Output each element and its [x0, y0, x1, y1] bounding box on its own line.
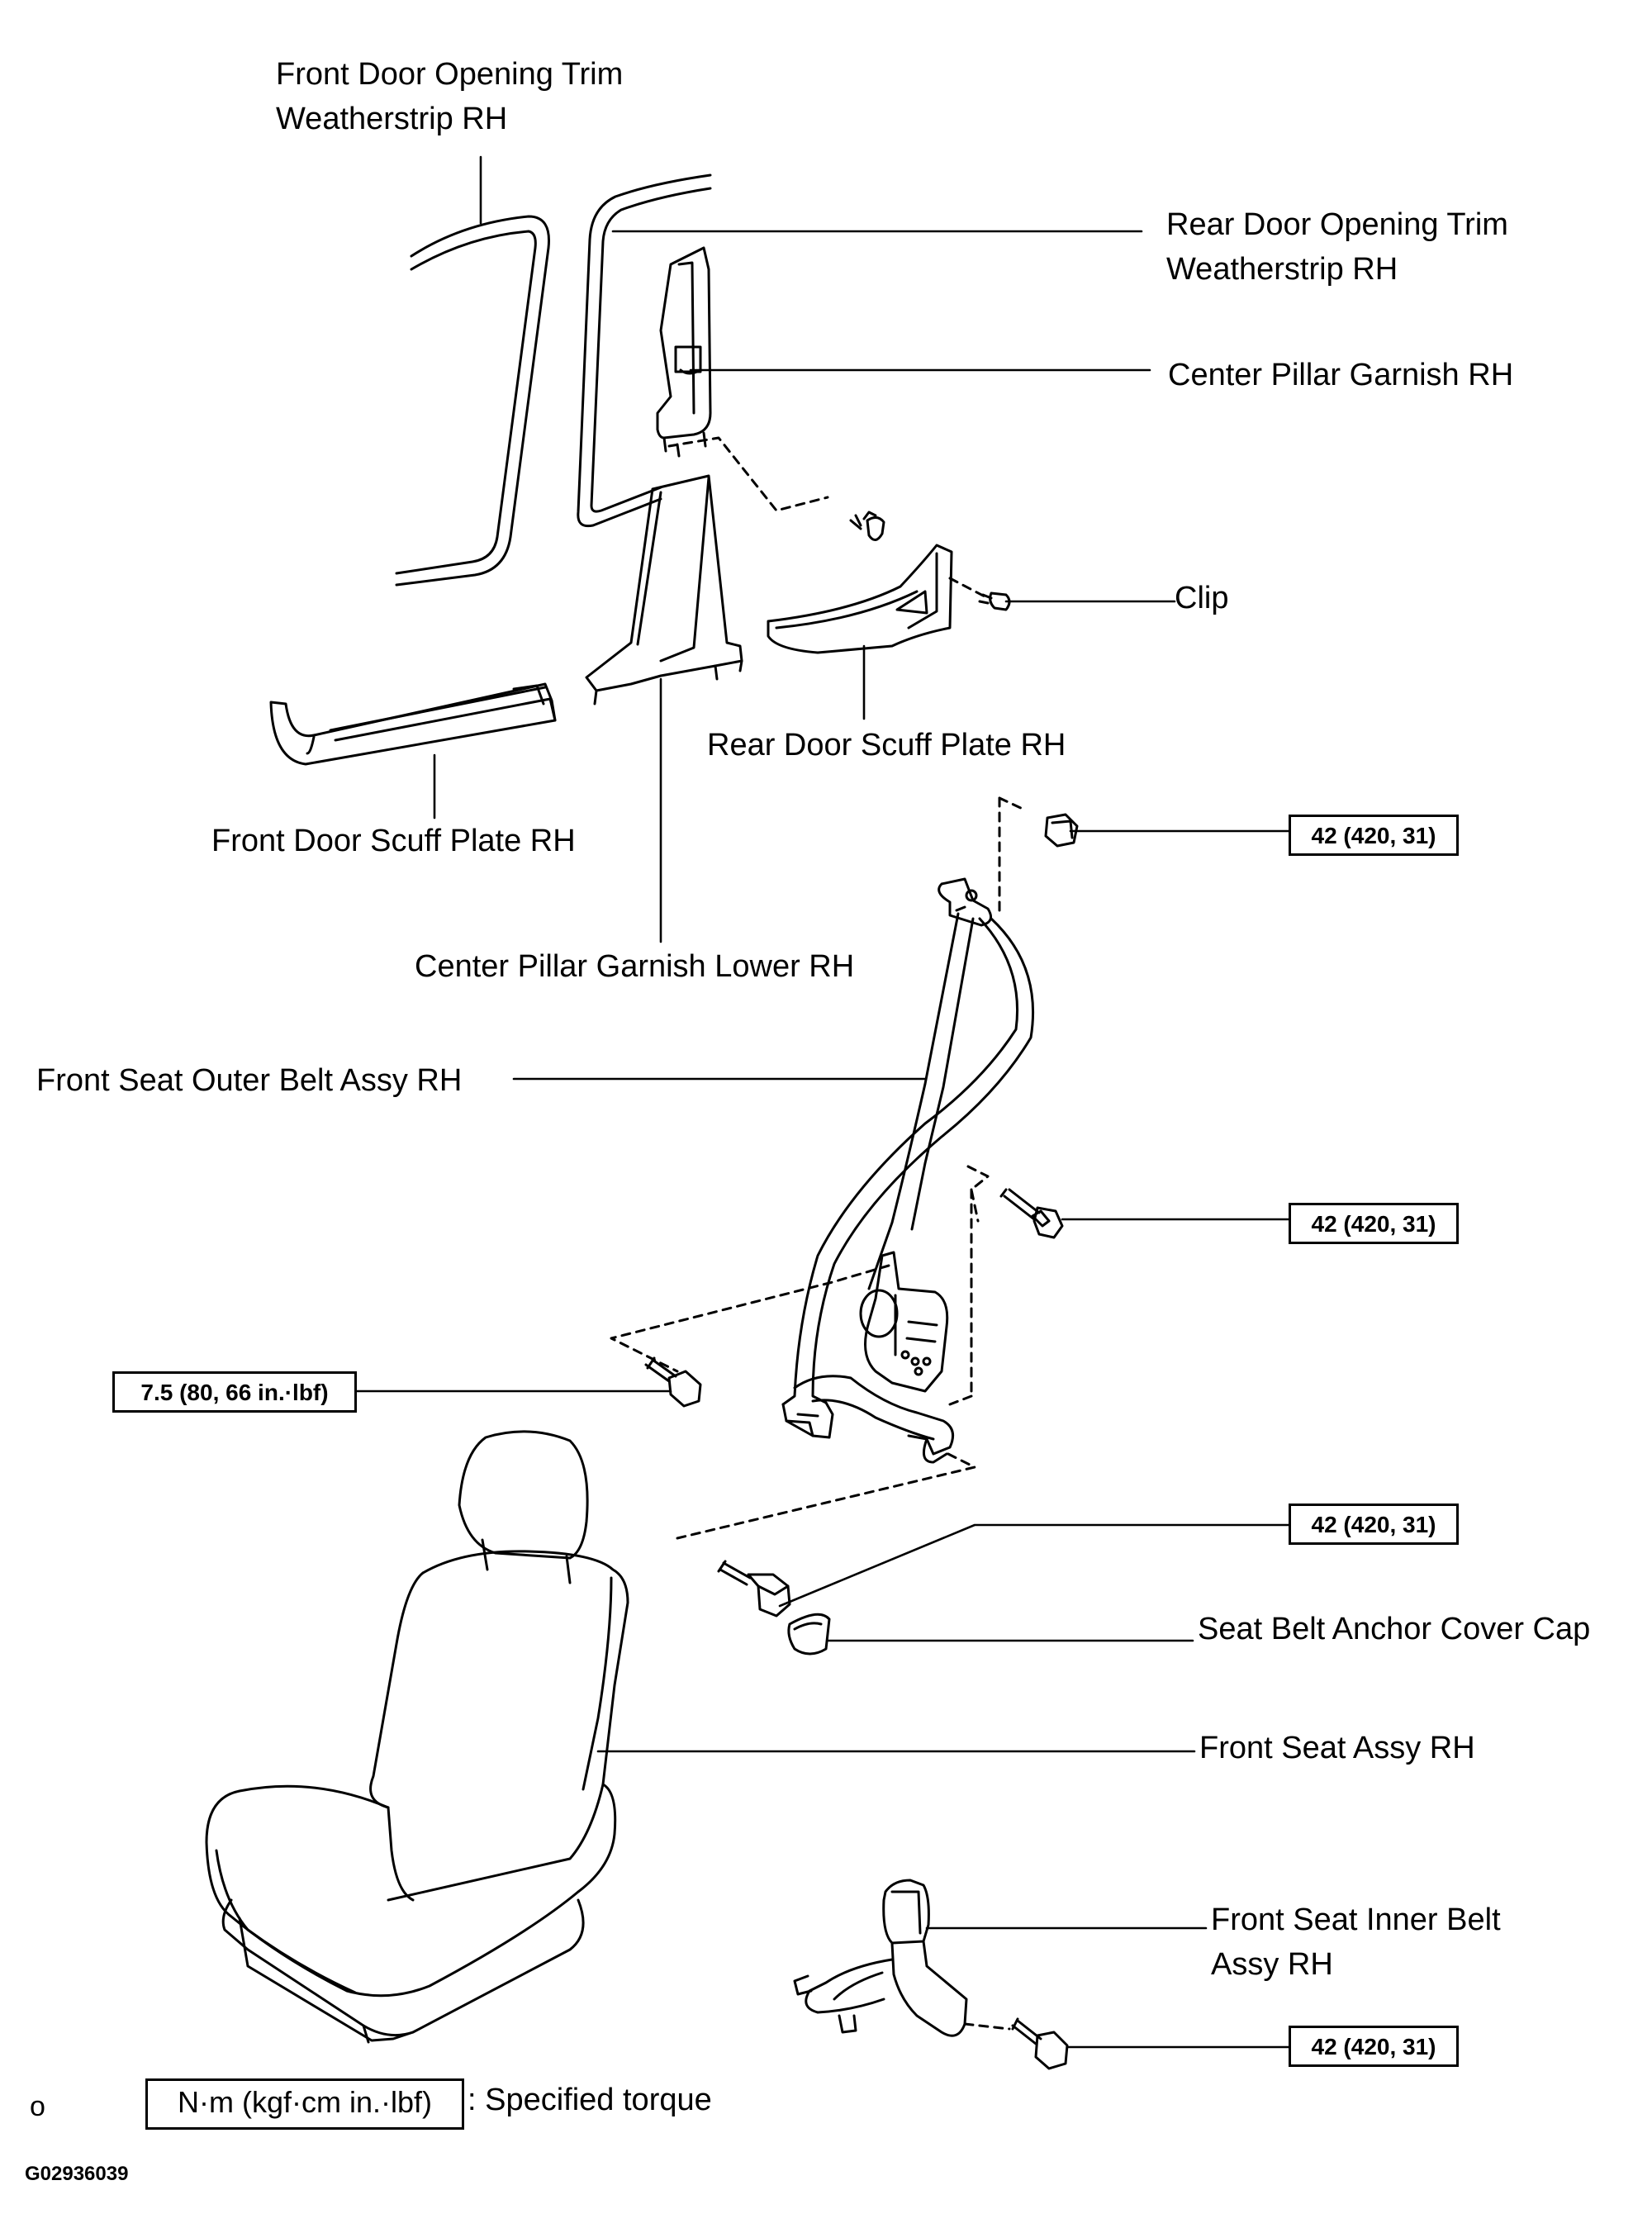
- bolt-7-5: [644, 1356, 702, 1408]
- center-pillar-garnish-lower: [585, 474, 743, 705]
- rear-door-weatherstrip: [577, 173, 712, 528]
- label-front-outer-belt: Front Seat Outer Belt Assy RH: [36, 1063, 463, 1098]
- dashed-guides-belt: [610, 796, 1026, 1540]
- legend-torque-box: N·m (kgf·cm in.·lbf): [145, 2078, 464, 2130]
- front-seat: [205, 1430, 629, 2044]
- label-inner-belt-line2: Assy RH: [1211, 1947, 1333, 1982]
- torque-box-7-5: 7.5 (80, 66 in.·lbf): [112, 1371, 357, 1413]
- torque-box-anchor-bolt: 42 (420, 31): [1289, 1504, 1459, 1545]
- figure-code: G02936039: [25, 2163, 129, 2185]
- label-front-seat: Front Seat Assy RH: [1199, 1731, 1475, 1765]
- torque-box-nut-upper: 42 (420, 31): [1289, 815, 1459, 856]
- legend-marker: o: [30, 2091, 45, 2122]
- dashed-guides-upper: [667, 436, 990, 600]
- inner-belt-assy: [793, 1879, 968, 2037]
- label-rear-door-scuff: Rear Door Scuff Plate RH: [707, 728, 1066, 762]
- outer-belt-assy: [781, 877, 1035, 1464]
- label-clip: Clip: [1175, 581, 1229, 615]
- front-door-weatherstrip: [395, 215, 550, 587]
- label-inner-belt-line1: Front Seat Inner Belt: [1211, 1903, 1501, 1937]
- label-center-pillar-lower: Center Pillar Garnish Lower RH: [415, 949, 855, 984]
- dashed-guide-inner: [963, 2022, 1011, 2031]
- bolt-inner-belt: [1011, 2017, 1069, 2070]
- label-rear-door-trim-line2: Weatherstrip RH: [1166, 252, 1398, 287]
- rear-door-scuff-plate: [767, 544, 953, 654]
- torque-box-inner-belt-bolt: 42 (420, 31): [1289, 2026, 1459, 2067]
- bolt-anchor: [717, 1560, 791, 1618]
- torque-box-retractor-bolt: 42 (420, 31): [1289, 1203, 1459, 1244]
- label-anchor-cover-cap: Seat Belt Anchor Cover Cap: [1198, 1612, 1591, 1646]
- nut-upper: [1044, 813, 1079, 848]
- label-front-door-scuff: Front Door Scuff Plate RH: [211, 824, 576, 858]
- label-front-door-trim-line1: Front Door Opening Trim: [276, 57, 624, 92]
- anchor-cover-cap: [787, 1613, 831, 1656]
- label-front-door-trim-line2: Weatherstrip RH: [276, 102, 508, 136]
- clip-part: [849, 511, 885, 541]
- front-door-scuff-plate: [269, 682, 557, 766]
- label-center-pillar-garnish: Center Pillar Garnish RH: [1168, 358, 1514, 392]
- label-rear-door-trim-line1: Rear Door Opening Trim: [1166, 207, 1508, 242]
- bolt-retractor: [999, 1188, 1064, 1239]
- legend-text: : Specified torque: [468, 2083, 712, 2117]
- center-pillar-garnish-upper: [656, 246, 712, 458]
- leader-lines: [354, 155, 1290, 2049]
